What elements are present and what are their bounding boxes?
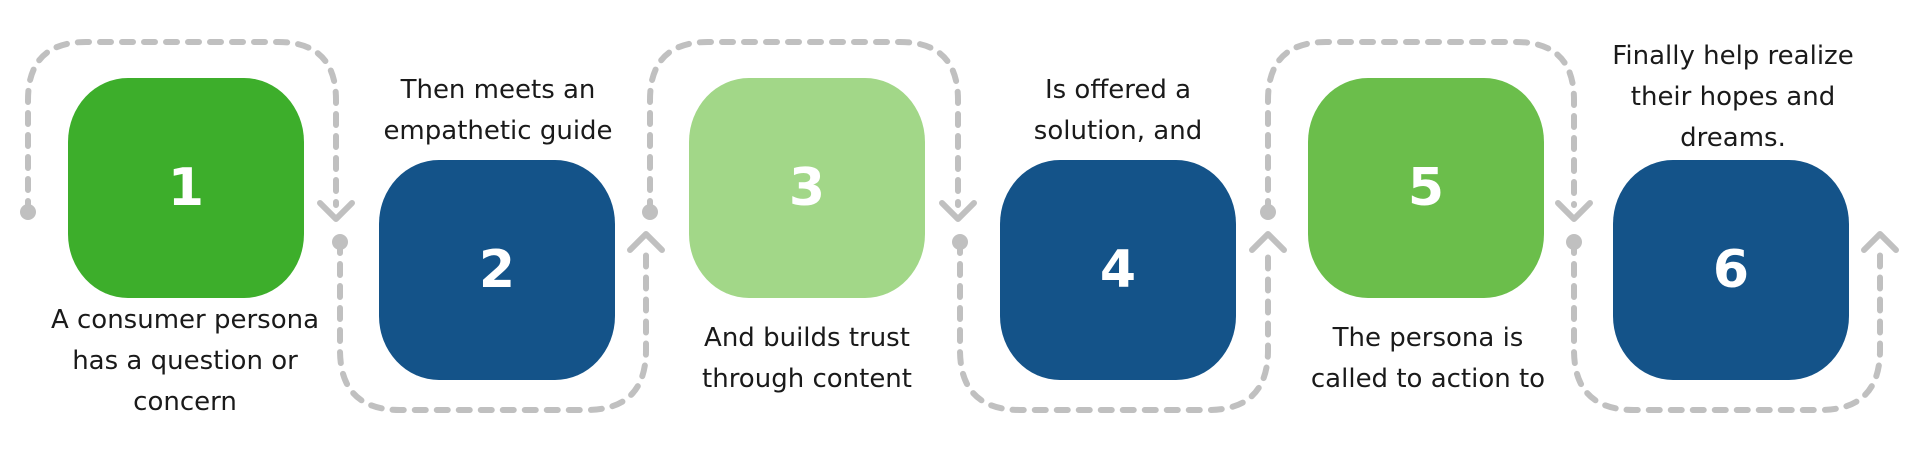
caption-line: called to action to [1310,364,1546,394]
caption-line: through content [702,364,912,394]
arrow-up-icon [1249,231,1287,253]
step-1-caption: A consumer persona has a question or con… [30,300,340,423]
connector-dot [1260,204,1276,220]
caption-line: A consumer persona [50,305,320,335]
step-6-number: 6 [1712,240,1750,300]
step-5-badge: 5 [1308,78,1544,298]
step-3-number: 3 [788,158,826,218]
connector-dot [1566,234,1582,250]
step-6-badge: 6 [1613,160,1849,380]
caption-line: empathetic guide [383,116,613,146]
step-3-badge: 3 [689,78,925,298]
step-5-caption: The persona is called to action to [1268,318,1588,400]
connector-loop-3 [647,39,961,215]
arrow-up-icon [627,231,665,253]
connector-dot [332,234,348,250]
step-4-number: 4 [1099,240,1137,300]
arrow-down-icon [939,200,977,222]
step-1-number: 1 [167,158,205,218]
step-2-number: 2 [478,240,516,300]
step-6-caption: Finally help realize their hopes and dre… [1578,36,1888,159]
caption-line: concern [133,387,237,417]
caption-line: their hopes and [1630,82,1836,112]
step-2-caption: Then meets an empathetic guide [355,70,641,152]
connector-loop-4 [957,239,1271,413]
connector-loop-5 [1265,39,1577,215]
caption-line: And builds trust [704,323,910,353]
step-4-badge: 4 [1000,160,1236,380]
arrow-down-icon [317,200,355,222]
connector-dot [952,234,968,250]
connector-dot [20,204,36,220]
arrow-up-icon [1861,231,1899,253]
step-4-caption: Is offered a solution, and [975,70,1261,152]
step-3-caption: And builds trust through content [664,318,950,400]
arrow-down-icon [1555,200,1593,222]
connector-dot [642,204,658,220]
connector-loop-6 [1571,239,1883,413]
caption-line: Then meets an [400,75,596,105]
connector-loop-2 [337,239,649,413]
caption-line: Is offered a [1044,75,1192,105]
connector-loop-1 [25,39,339,215]
caption-line: The persona is [1332,323,1524,353]
caption-line: has a question or [72,346,298,376]
step-5-number: 5 [1407,158,1445,218]
step-1-badge: 1 [68,78,304,298]
caption-line: solution, and [1033,116,1203,146]
caption-line: dreams. [1680,123,1786,153]
caption-line: Finally help realize [1612,41,1854,71]
step-2-badge: 2 [379,160,615,380]
